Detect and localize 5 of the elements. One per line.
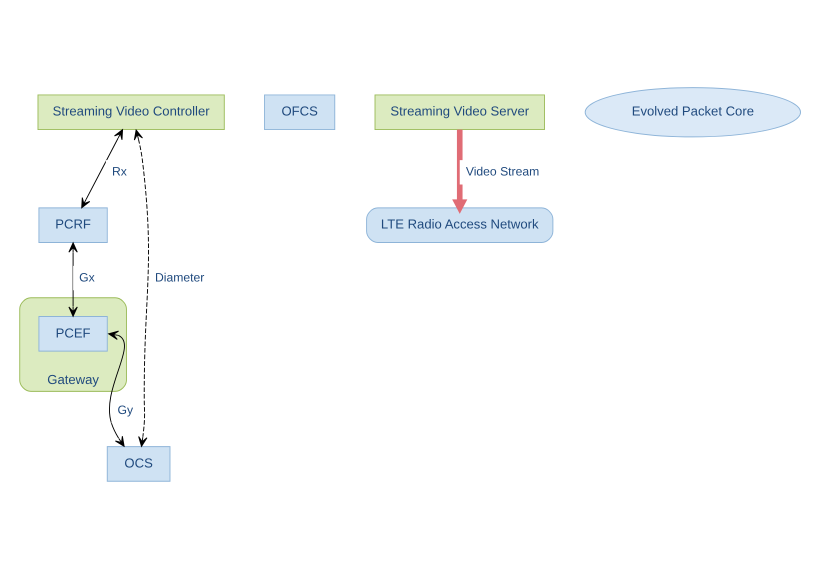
edge-label: Diameter [155,270,204,284]
edge-label: Gx [79,270,95,284]
edge-label: Gy [118,402,134,417]
edge-label: Rx [112,164,127,178]
edge-label: Video Stream [466,164,540,178]
